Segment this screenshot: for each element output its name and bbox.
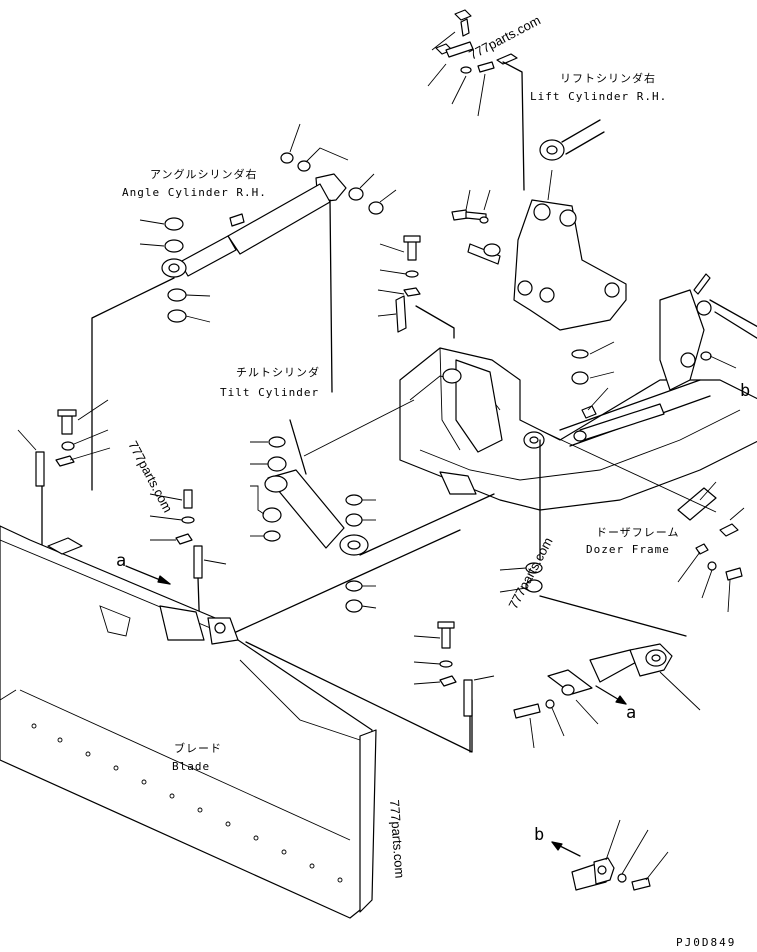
lift-cylinder-label-en: Lift Cylinder R.H. xyxy=(530,90,667,103)
angle-cylinder-rh xyxy=(91,123,397,491)
bolts-left xyxy=(17,399,227,639)
angle-cylinder-label-en: Angle Cylinder R.H. xyxy=(122,186,267,199)
dozer-frame-label-en: Dozer Frame xyxy=(586,543,670,556)
watermark-2: 777parts.com xyxy=(125,438,175,515)
blade-label-en: Blade xyxy=(172,760,210,773)
watermark-1: 777parts.com xyxy=(466,12,543,62)
tilt-cylinder-label-en: Tilt Cylinder xyxy=(220,386,319,399)
dozer-frame-label-jp: ドーザフレーム xyxy=(596,526,679,539)
detail-b xyxy=(551,819,669,891)
lift-bracket xyxy=(451,189,627,331)
blade-holes xyxy=(31,723,343,883)
watermark-4: 777parts.com xyxy=(387,799,407,879)
ref-b-bottom: b xyxy=(534,825,544,845)
tilt-cylinder xyxy=(250,399,495,613)
lift-cylinder-rh xyxy=(427,9,605,201)
blade xyxy=(0,525,473,919)
tilt-cylinder-label-jp: チルトシリンダ xyxy=(236,365,320,379)
lift-cylinder-label-jp: リフトシリンダ右 xyxy=(560,71,656,85)
bolt-group-frame xyxy=(377,235,455,339)
dozer-frame xyxy=(399,273,757,613)
angle-cylinder-label-jp: アングルシリンダ右 xyxy=(150,167,258,181)
drawing-code: PJ0D849 xyxy=(676,936,736,949)
ref-b-top: b xyxy=(740,381,750,401)
watermark-3: 777parts.com xyxy=(505,535,555,612)
lower-pin-group xyxy=(413,439,701,753)
ref-a-right: a xyxy=(626,703,636,723)
blade-label-jp: ブレード xyxy=(174,741,222,755)
ref-a-left: a xyxy=(116,551,126,571)
